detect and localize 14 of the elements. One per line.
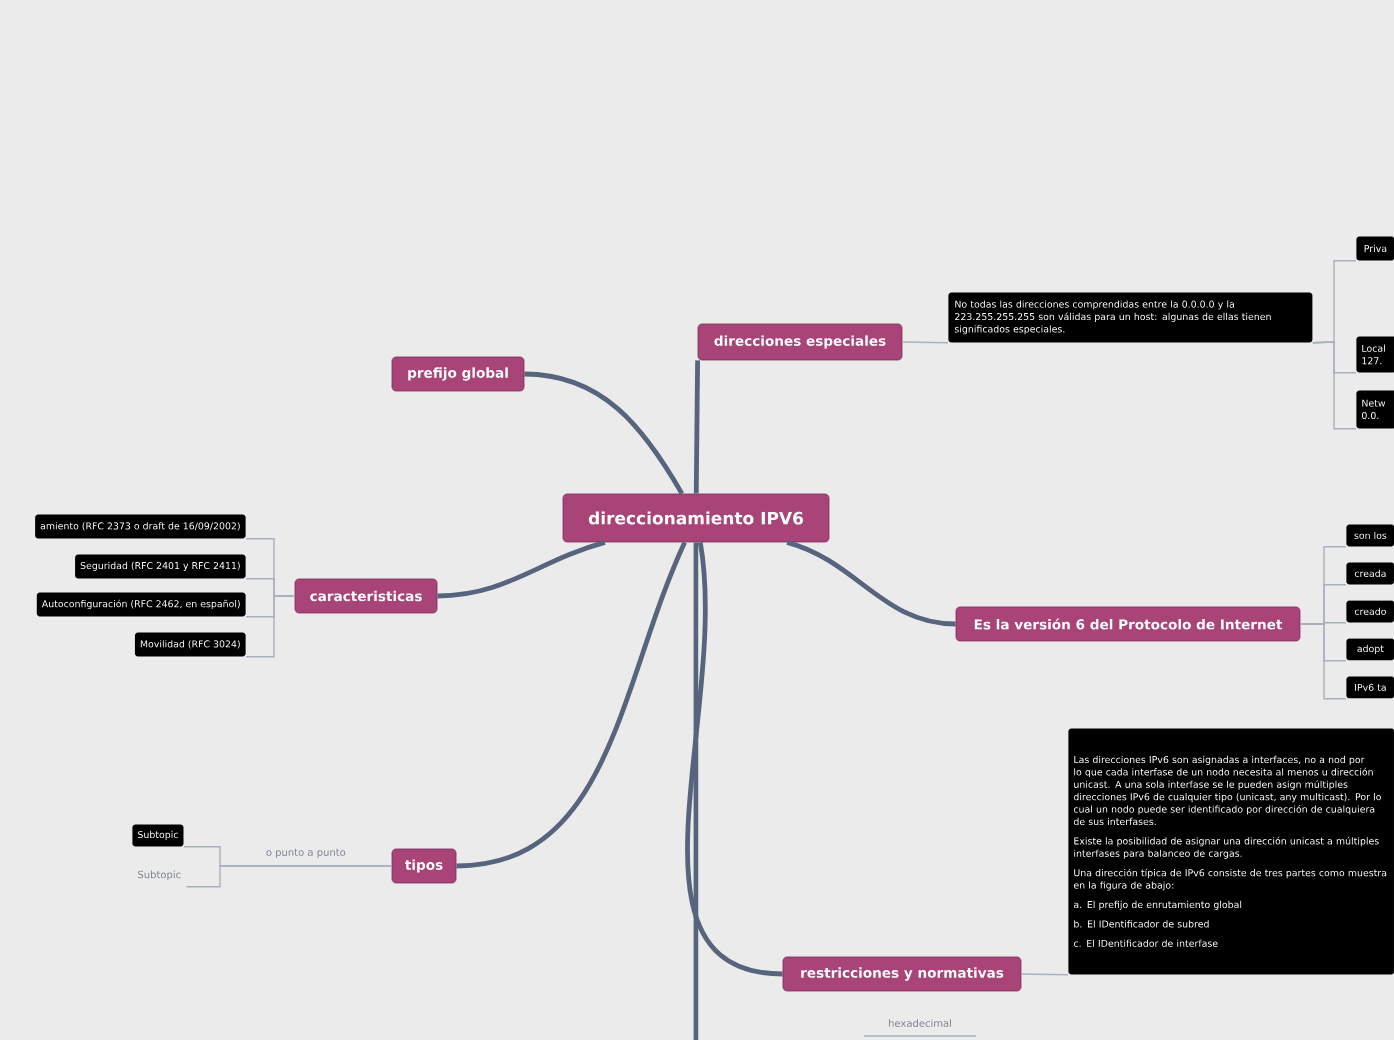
branch-line <box>524 371 684 495</box>
branch-line <box>245 595 296 658</box>
branch-line <box>456 541 687 869</box>
branch-line <box>693 360 700 494</box>
branch-line <box>901 341 949 344</box>
branch-line <box>1299 623 1347 700</box>
branch-line <box>1020 973 1069 976</box>
branch-line <box>685 542 783 977</box>
branch-line <box>786 540 956 627</box>
central-topic-box: direccionamiento IPV6 <box>562 493 830 543</box>
branch-line <box>437 540 606 599</box>
branch-line <box>693 542 699 1040</box>
branch-line <box>1312 341 1357 430</box>
branch-line <box>185 865 393 888</box>
